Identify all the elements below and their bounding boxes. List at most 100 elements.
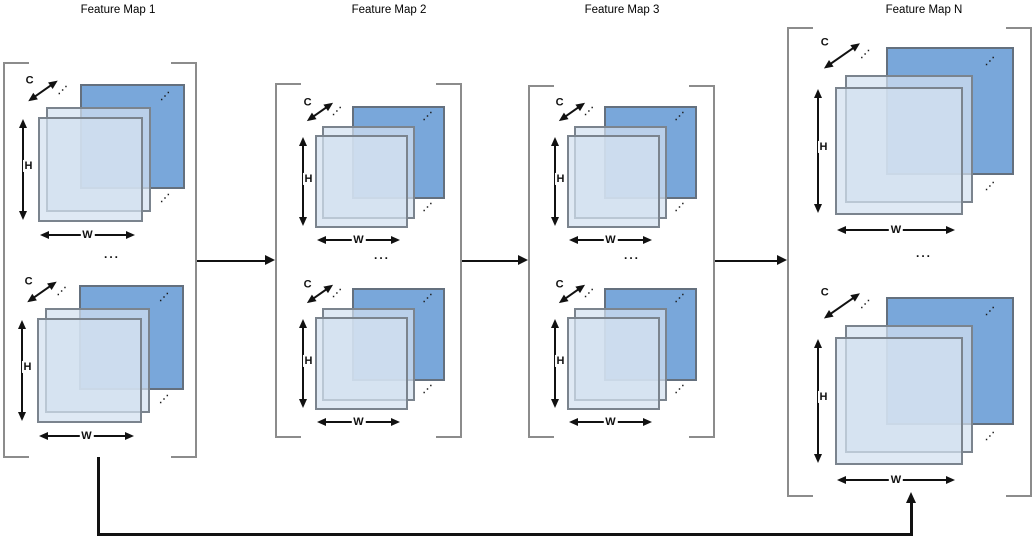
height-label: H [22,160,35,173]
width-label: W [351,415,366,429]
diagonal-ellipsis: ⋰ [159,291,170,303]
front-square [315,317,408,410]
channel-label: C [555,96,564,109]
diagonal-ellipsis: ⋰ [57,84,68,96]
width-label: W [603,233,618,247]
width-arrow-head-left [40,230,49,239]
diagonal-ellipsis: ⋰ [984,180,995,192]
width-arrow-head-left [317,417,326,426]
group-title: Feature Map 2 [351,4,427,16]
height-label: H [21,361,34,374]
feedback-arrowhead [906,492,916,503]
width-arrow-head-right [643,235,652,244]
group-title: Feature Map N [885,4,963,16]
height-arrow-head-down [298,399,307,408]
height-arrow-head-up [813,339,822,348]
flow-arrow-line [462,260,520,262]
height-arrow-head-up [18,119,27,128]
height-arrow-head-down [18,211,27,220]
diagonal-ellipsis: ⋰ [56,285,67,297]
height-arrow-head-up [298,137,307,146]
width-arrow-head-right [946,225,955,234]
front-square [37,318,142,423]
height-label: H [302,172,315,185]
front-square [835,87,963,215]
group-title: Feature Map 3 [584,4,660,16]
height-label: H [554,354,567,367]
diagonal-ellipsis: ⋰ [159,393,170,405]
height-arrow-head-down [298,217,307,226]
channel-arrow-line [828,296,855,315]
height-arrow-head-up [17,320,26,329]
feedback-segment-across [97,533,913,536]
height-arrow-head-up [550,319,559,328]
bracket-left [528,85,554,438]
diagonal-ellipsis: ⋰ [160,90,171,102]
bracket-right [689,85,715,438]
bracket-left [3,62,29,458]
width-arrow-head-left [317,235,326,244]
diagonal-ellipsis: ⋰ [331,287,342,299]
diagonal-ellipsis: ⋰ [160,192,171,204]
width-arrow-head-right [643,417,652,426]
diagonal-ellipsis: ⋰ [331,105,342,117]
height-label: H [554,172,567,185]
diagonal-ellipsis: ⋰ [984,56,995,68]
feedback-segment-up [910,501,913,536]
width-arrow-head-right [946,475,955,484]
diagonal-ellipsis: ⋰ [860,299,871,310]
diagonal-ellipsis: ⋰ [674,383,685,395]
bracket-left [275,83,301,438]
height-label: H [817,391,830,404]
height-arrow-head-up [298,319,307,328]
flow-arrow-line [715,260,779,262]
diagonal-ellipsis: ⋰ [422,201,433,213]
channel-label: C [303,96,312,109]
width-label: W [603,415,618,429]
width-arrow-head-right [391,235,400,244]
diagonal-ellipsis: ⋰ [422,383,433,395]
bracket-left [787,27,813,497]
diagonal-ellipsis: ⋰ [583,287,594,299]
feedback-segment-down [97,457,100,536]
diagonal-ellipsis: ⋰ [583,105,594,117]
channel-label: C [25,74,34,87]
flow-arrow-line [197,260,267,262]
width-arrow-head-left [39,431,48,440]
width-arrow-head-left [837,475,846,484]
stack-ellipsis: ... [916,246,933,260]
diagonal-ellipsis: ⋰ [674,110,685,122]
diagonal-ellipsis: ⋰ [984,306,995,318]
stack-ellipsis: ... [104,247,121,261]
diagonal-ellipsis: ⋰ [984,430,995,442]
height-arrow-head-down [17,412,26,421]
stack-ellipsis: ... [624,248,641,262]
front-square [835,337,963,465]
width-label: W [888,223,904,237]
stack-ellipsis: ... [374,248,391,262]
diagonal-ellipsis: ⋰ [860,49,871,60]
width-label: W [888,473,904,487]
diagonal-ellipsis: ⋰ [674,201,685,213]
front-square [567,135,660,228]
width-label: W [80,228,95,242]
channel-label: C [555,278,564,291]
diagonal-ellipsis: ⋰ [674,292,685,304]
diagonal-ellipsis: ⋰ [422,110,433,122]
width-arrow-head-right [126,230,135,239]
height-arrow-head-up [813,89,822,98]
height-arrow-head-up [550,137,559,146]
flow-arrowhead [518,255,528,265]
front-square [38,117,143,222]
width-arrow-head-right [391,417,400,426]
height-label: H [817,141,830,154]
front-square [315,135,408,228]
bracket-right [1006,27,1032,497]
diagonal-ellipsis: ⋰ [422,292,433,304]
channel-arrow-line [828,46,855,65]
front-square [567,317,660,410]
channel-label: C [820,36,829,49]
width-label: W [79,429,94,443]
channel-label: C [303,278,312,291]
